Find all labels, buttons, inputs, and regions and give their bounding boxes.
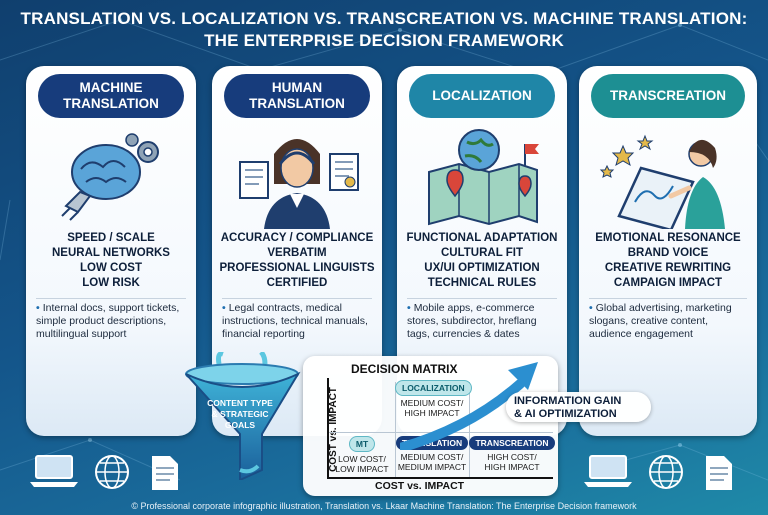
bottom-right-icons [584,455,732,490]
bottom-left-icons [30,455,178,490]
divider [36,298,186,299]
card-header-transcreation: TRANSCREATION [591,74,745,118]
document-icon [152,456,178,490]
matrix-x-label: COST vs. IMPACT [375,480,465,492]
translator-headset-icon [212,124,382,229]
title-line-1: TRANSLATION VS. LOCALIZATION VS. TRANSCR… [20,9,748,28]
title-line-2: THE ENTERPRISE DECISION FRAMEWORK [204,31,564,50]
brain-robot-icon [26,124,196,229]
use-cases: •Mobile apps, e-commerce stores, subdire… [407,302,537,340]
funnel-icon [185,352,301,480]
globe-map-icon [397,124,567,229]
divider [222,298,372,299]
divider [407,298,557,299]
matrix-cell-localization: LOCALIZATION MEDIUM COST/HIGH IMPACT [395,380,472,418]
grid-vertical-1 [395,382,396,477]
document-icon [706,456,732,490]
globe-icon [649,455,683,489]
globe-icon [95,455,129,489]
y-axis [327,378,329,478]
grid-vertical-2 [469,382,470,477]
growth-arrow [400,362,538,450]
use-cases: •Global advertising, marketing slogans, … [589,302,732,340]
matrix-title: DECISION MATRIX [351,362,458,376]
divider [589,298,747,299]
creative-tablet-icon [579,124,757,229]
use-cases: •Internal docs, support tickets, simple … [36,302,180,340]
matrix-cell-mt: MT LOW COST/LOW IMPACT [329,436,395,474]
laptop-icon [584,455,632,487]
page-title: TRANSLATION VS. LOCALIZATION VS. TRANSCR… [0,8,768,52]
card-header-localization: LOCALIZATION [409,74,555,118]
info-gain-badge: INFORMATION GAIN& AI OPTIMIZATION [506,392,651,422]
laptop-icon [30,455,78,487]
x-axis [327,477,553,479]
use-cases: •Legal contracts, medical instructions, … [222,302,368,340]
footer-caption: © Professional corporate infographic ill… [131,501,637,511]
matrix-cell-transcreation: TRANSCREATION HIGH COST/HIGH IMPACT [469,436,555,472]
